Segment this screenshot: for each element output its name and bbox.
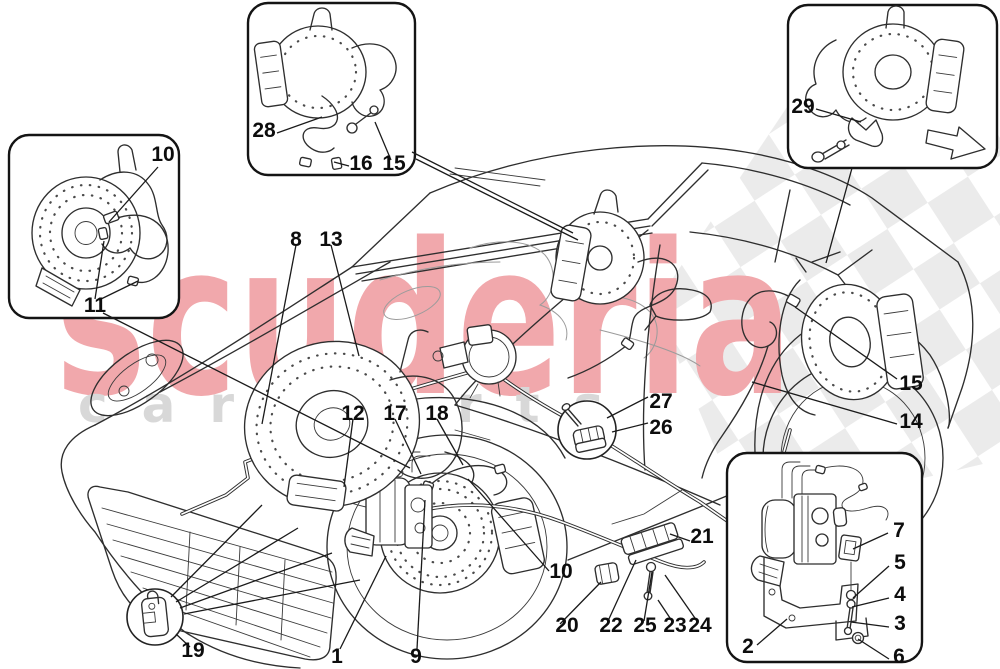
inset-retaining-clip-detail [126,588,184,646]
part-label-1: 1 [331,645,343,668]
part-label-13: 13 [319,228,342,251]
rear-brake-drawing [778,251,924,416]
inset-front-caliper-detail [246,1,417,177]
cabin-rear-caliper-drawing [550,189,679,379]
part-label-26: 26 [649,416,672,439]
part-label-22: 22 [599,614,622,637]
inset-front-disc-detail [7,133,181,320]
part-label-10a: 10 [151,143,174,166]
part-label-4: 4 [894,583,906,606]
part-label-14: 14 [899,410,923,433]
part-label-5: 5 [894,551,906,574]
inset-frame-front-disc [7,133,181,320]
part-label-15a: 15 [382,152,406,175]
direction-arrow-icon [925,126,986,160]
part-label-2: 2 [742,635,754,658]
part-label-27: 27 [649,390,672,413]
part-label-18: 18 [425,402,449,425]
part-label-8: 8 [290,228,302,251]
part-label-28: 28 [252,119,276,142]
part-label-21: 21 [690,525,714,548]
part-label-6: 6 [893,645,905,668]
part-labels: 8 13 12 17 18 27 26 10 20 22 25 23 24 21… [84,95,923,668]
part-label-3: 3 [894,612,906,635]
part-label-24: 24 [688,614,712,637]
part-label-29: 29 [791,95,814,118]
leader-lines [94,108,898,660]
part-label-20: 20 [555,614,578,637]
inset-rear-brake-detail [786,3,999,170]
part-label-25: 25 [633,614,657,637]
front-disc-drawing [243,329,491,512]
inset-frame-front-caliper [246,1,417,177]
part-label-19: 19 [181,639,204,662]
part-label-17: 17 [383,402,406,425]
part-label-15b: 15 [899,372,923,395]
pipe-clamp-part-drawing [594,489,684,601]
part-label-7: 7 [893,519,905,542]
inset-pipe-fastener-detail [557,400,617,460]
part-label-11: 11 [84,294,107,317]
inset-abs-unit-detail [725,451,924,664]
part-label-10b: 10 [549,560,572,583]
part-label-16: 16 [349,152,372,175]
part-label-9: 9 [410,645,422,668]
part-label-23: 23 [663,614,686,637]
brake-booster-drawing [432,324,517,399]
part-label-12: 12 [341,402,364,425]
